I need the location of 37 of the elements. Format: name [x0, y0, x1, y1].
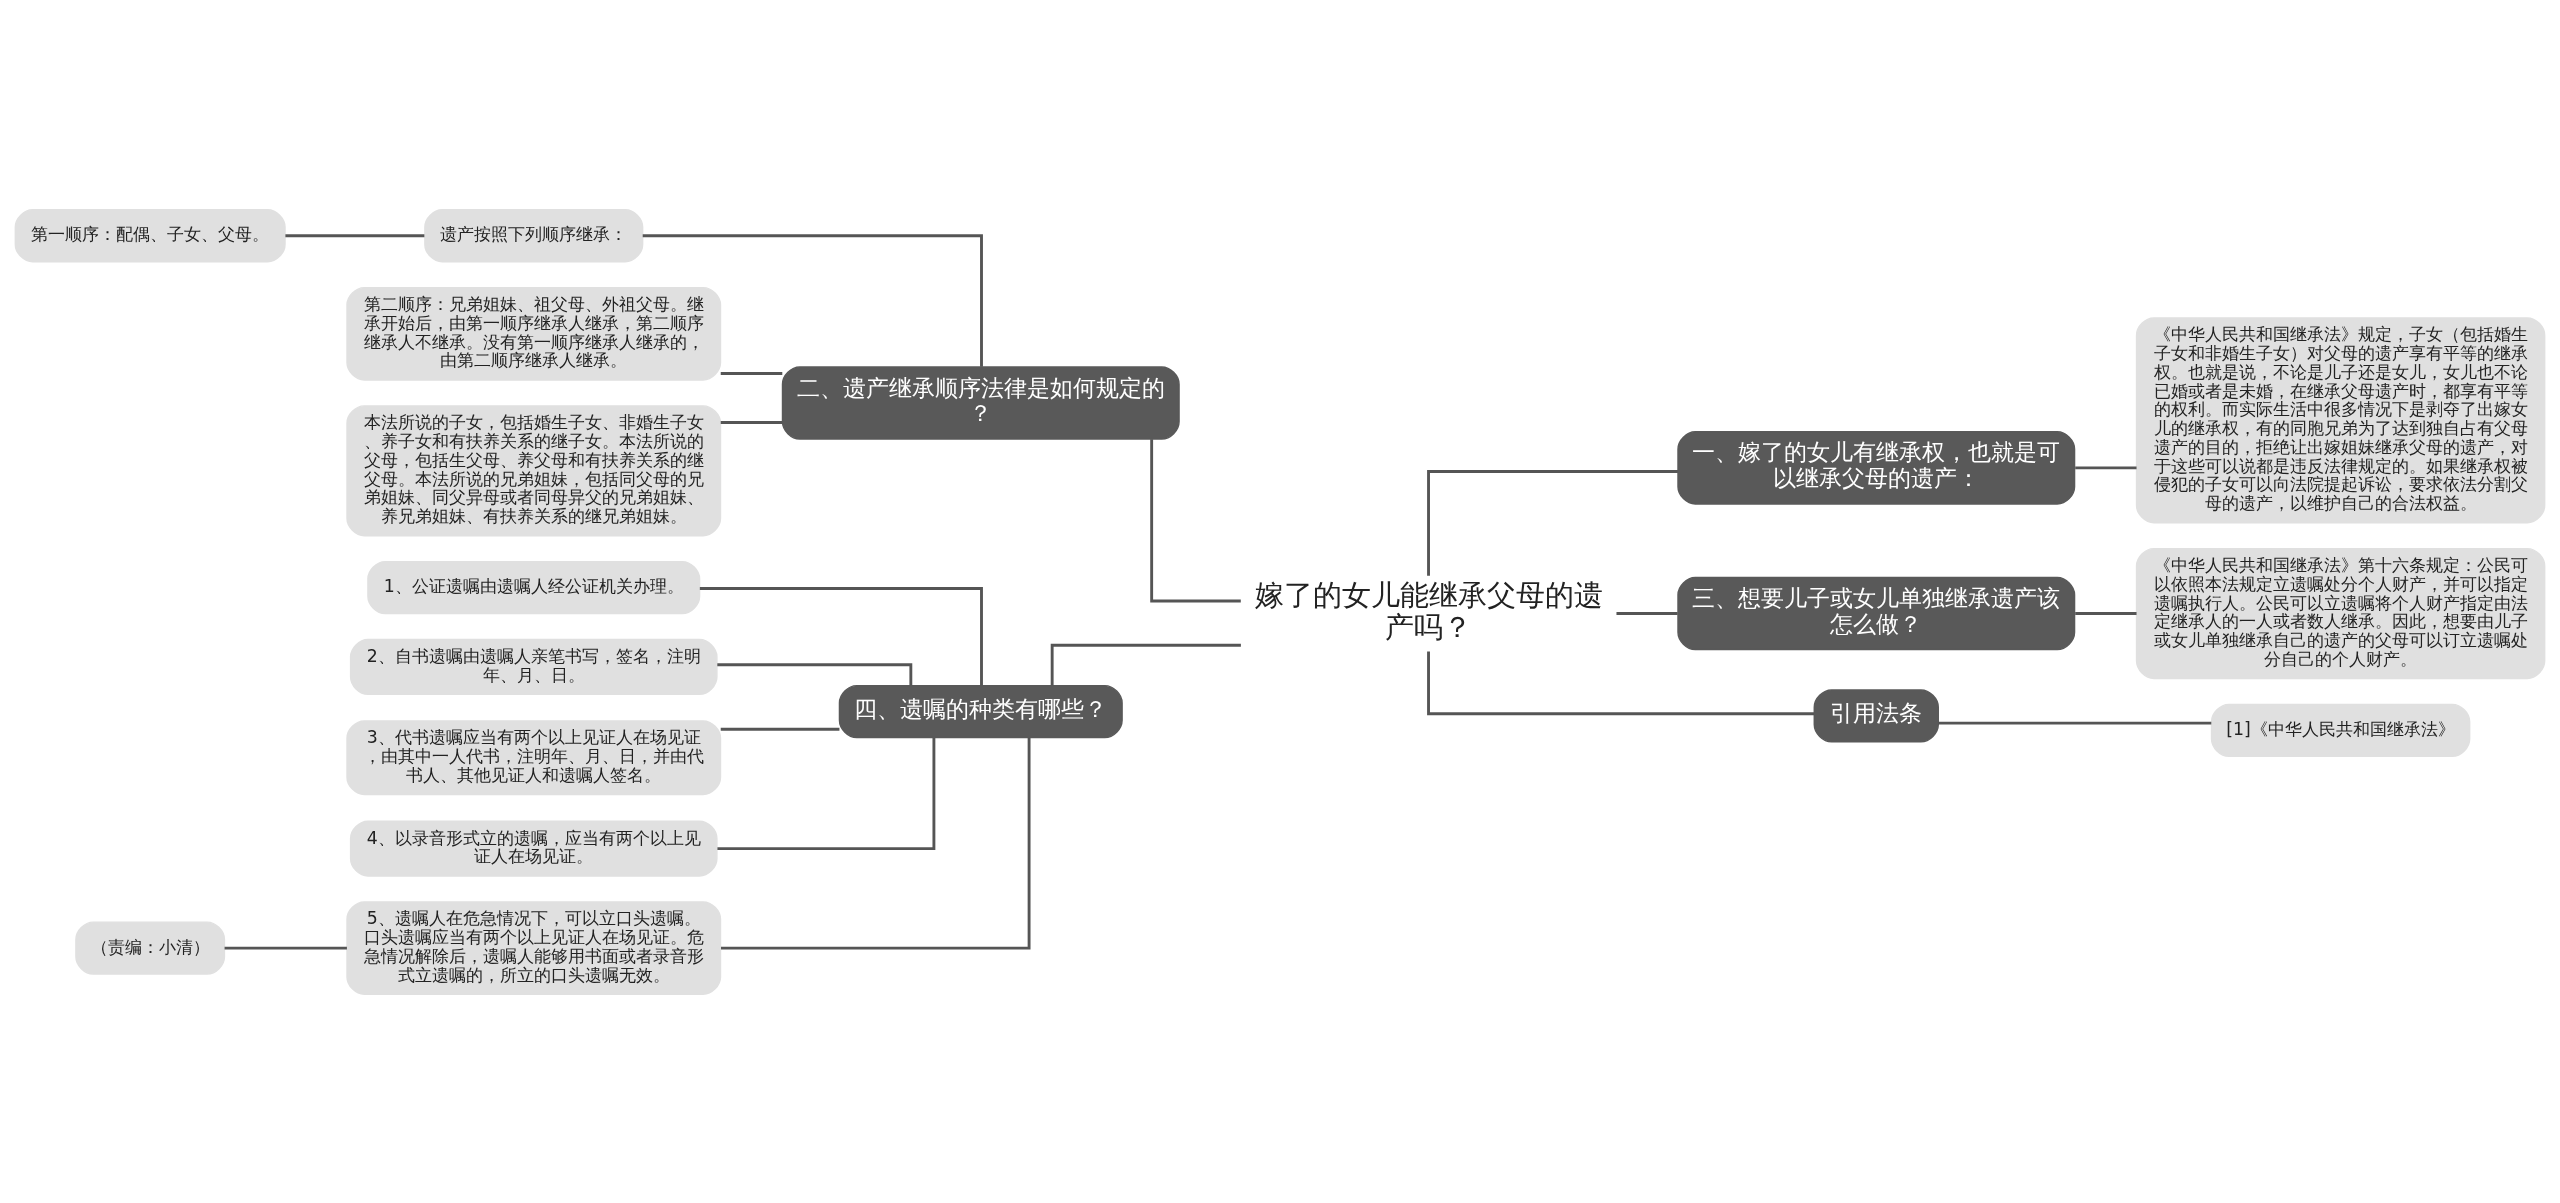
node-box: 第二顺序：兄弟姐妹、祖父母、外祖父母。继承开始后，由第一顺序继承人继承，第二顺序继承人不继承。没有第一顺序继承人继承的，由第二顺序继承人继承。	[346, 286, 722, 381]
node-box: 3、代书遗嘱应当有两个以上见证人在场见证，由其中一人代书，注明年、月、日，并由代书人、其他见证人和遗嘱人签名。	[346, 719, 722, 795]
connector	[1050, 643, 1241, 685]
node-box: （责编：小清）	[75, 920, 226, 975]
node-box: 一、嫁了的女儿有继承权，也就是可以继承父母的遗产：	[1677, 430, 2076, 505]
node-box: 第一顺序：配偶、子女、父母。	[14, 208, 286, 262]
connector	[285, 233, 425, 237]
node-box: 三、想要儿子或女儿单独继承遗产该怎么做？	[1677, 576, 2076, 650]
connector	[1427, 650, 1815, 715]
connector	[720, 727, 840, 731]
node-box: 1、公证遗嘱由遗嘱人经公证机关办理。	[367, 560, 701, 614]
connector	[1427, 469, 1678, 576]
node-box: 5、遗嘱人在危急情况下，可以立口头遗嘱。口头遗嘱应当有两个以上见证人在场见证。危急情况解除后，遗嘱人能够用书面或者录音形式立遗嘱的，所立的口头遗嘱无效。	[346, 900, 722, 995]
connector	[699, 586, 983, 685]
connector	[1616, 611, 1678, 615]
connector	[720, 371, 783, 375]
node-text: 嫁了的女儿能继承父母的遗产吗？	[1254, 577, 1603, 644]
connector	[642, 233, 983, 367]
connector	[717, 662, 913, 685]
connector	[1938, 721, 2212, 725]
node-box: 四、遗嘱的种类有哪些？	[838, 684, 1123, 738]
node-box: 4、以录音形式立的遗嘱，应当有两个以上见证人在场见证。	[349, 819, 718, 877]
node-box: 本法所说的子女，包括婚生子女、非婚生子女、养子女和有扶养关系的继子女。本法所说的父母，包括生父母、养父母和有扶养关系的继父母。本法所说的兄弟姐妹，包括同父母的兄弟姐妹、同父异母或者同母异父的兄弟姐妹、养兄弟姐妹、有扶养关系的继兄弟姐妹。	[346, 404, 722, 536]
connector	[224, 946, 347, 950]
connector	[2075, 465, 2137, 469]
node-box: 二、遗产继承顺序法律是如何规定的？	[781, 365, 1180, 440]
node-box: 遗产按照下列顺序继承：	[424, 208, 644, 262]
connector	[717, 737, 936, 850]
node-box: 《中华人民共和国继承法》规定，子女（包括婚生子女和非婚生子女）对父母的遗产享有平等的继承权。也就是说，不论是儿子还是女儿，女儿也不论已婚或者是未婚，在继承父母遗产时，都享有平等的权利。而实际生活中很多情况下是剥夺了出嫁女儿的继承权，有的同胞兄弟为了达到独自占有父母遗产的目的，拒绝让出嫁姐妹继承父母的遗产，对于这些可以说都是违反法律规定的。如果继承权被侵犯的子女可以向法院提起诉讼，要求依法分割父母的遗产，以维护自己的合法权益。	[2135, 316, 2546, 523]
connector	[2075, 611, 2137, 615]
node-box: [1]《中华人民共和国继承法》	[2210, 703, 2471, 757]
node-box: 《中华人民共和国继承法》第十六条规定：公民可以依照本法规定立遗嘱处分个人财产，并可以指定遗嘱执行人。公民可以立遗嘱将个人财产指定由法定继承人的一人或者数人继承。因此，想要由儿子或女儿单独继承自己的遗产的父母可以订立遗嘱处分自己的个人财产。	[2135, 547, 2546, 679]
node-box: 2、自书遗嘱由遗嘱人亲笔书写，签名，注明年、月、日。	[349, 638, 718, 695]
connector	[1150, 438, 1241, 602]
connector	[721, 737, 1031, 950]
connector	[720, 420, 783, 424]
node-box: 引用法条	[1813, 688, 1939, 743]
